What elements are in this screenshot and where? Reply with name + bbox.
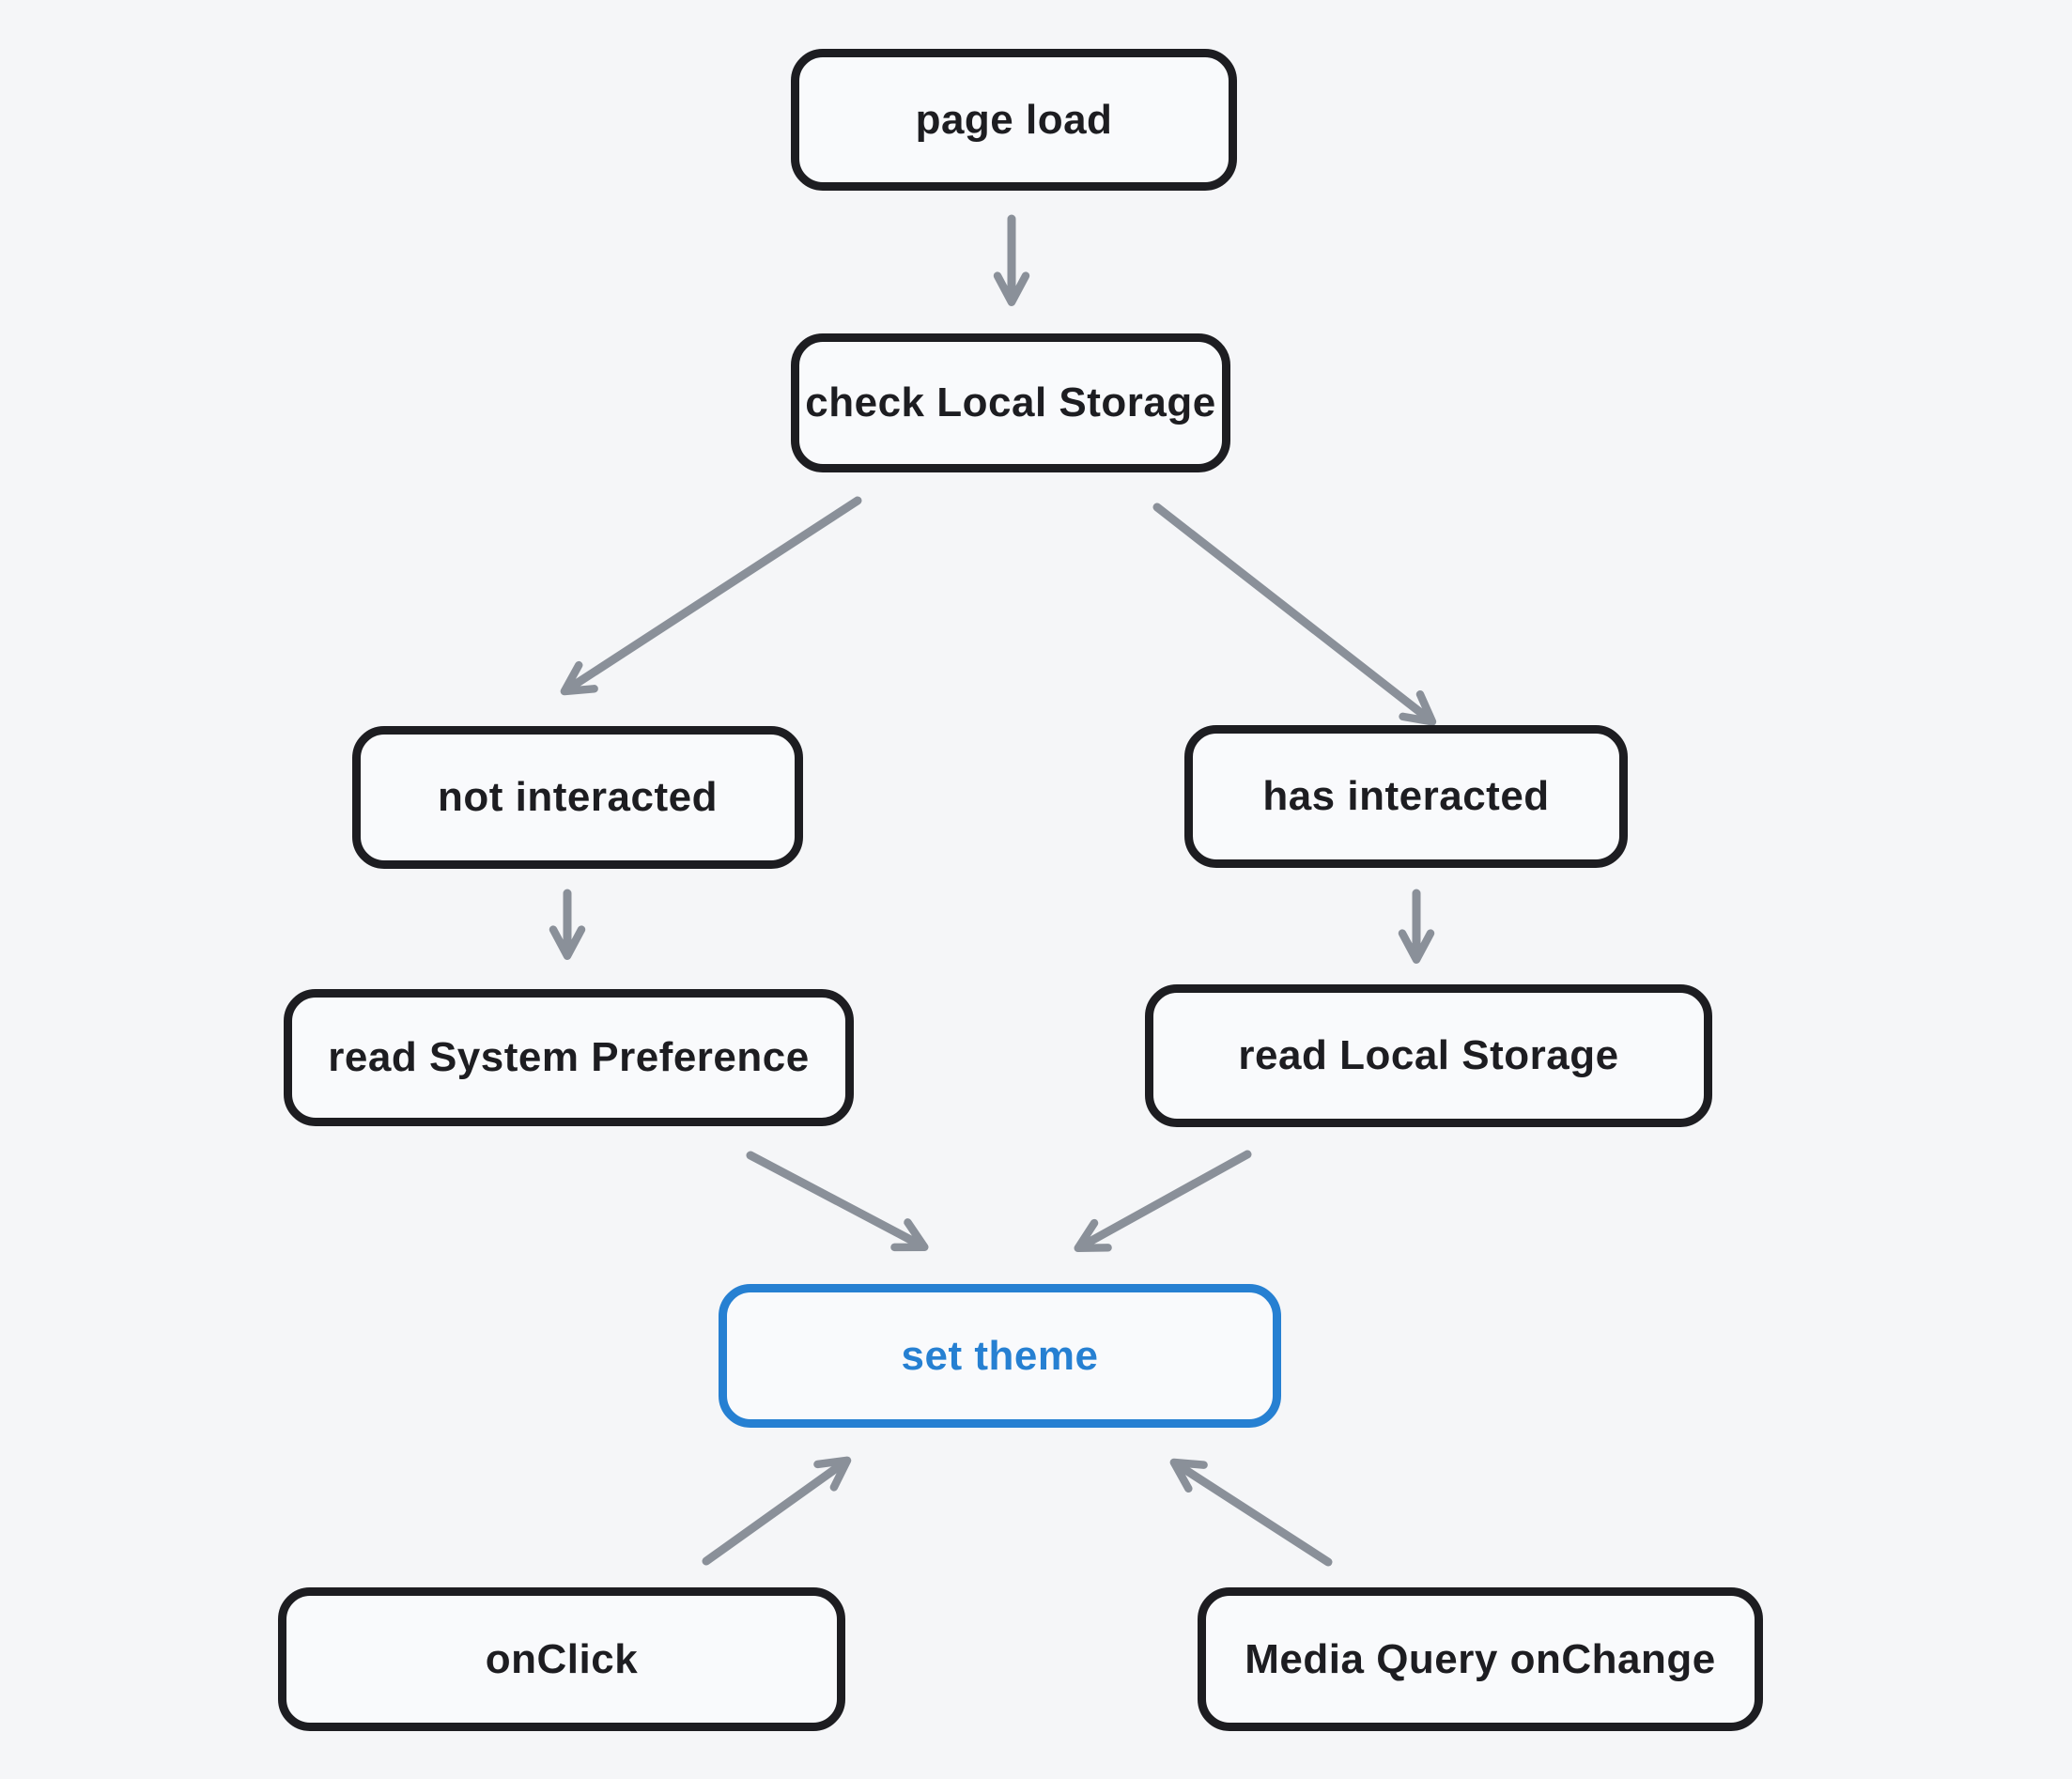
node-page-load-label: page load (915, 96, 1113, 143)
node-media-query-onchange: Media Query onChange (1198, 1587, 1763, 1731)
node-read-local-storage-label: read Local Storage (1238, 1032, 1619, 1078)
arrow-media-query-onchange-to-set-theme (1169, 1458, 1333, 1567)
arrow-check-local-storage-to-has-interacted (1152, 503, 1437, 726)
node-check-local-storage-label: check Local Storage (805, 379, 1216, 425)
arrow-on-click-to-set-theme (702, 1456, 852, 1566)
node-read-local-storage: read Local Storage (1145, 984, 1712, 1127)
arrow-read-local-storage-to-set-theme (1074, 1150, 1252, 1253)
node-on-click-label: onClick (485, 1635, 639, 1682)
node-not-interacted-label: not interacted (438, 774, 718, 820)
arrow-check-local-storage-to-not-interacted (560, 496, 862, 696)
node-set-theme: set theme (719, 1284, 1281, 1428)
node-set-theme-label: set theme (901, 1332, 1099, 1379)
node-page-load: page load (791, 49, 1237, 191)
node-on-click: onClick (278, 1587, 845, 1731)
node-has-interacted: has interacted (1184, 725, 1628, 868)
node-check-local-storage: check Local Storage (791, 333, 1230, 472)
node-media-query-onchange-label: Media Query onChange (1245, 1635, 1716, 1682)
node-not-interacted: not interacted (352, 726, 803, 869)
node-read-system-preference: read System Preference (284, 989, 854, 1126)
node-read-system-preference-label: read System Preference (328, 1034, 810, 1080)
arrow-read-system-preference-to-set-theme (746, 1151, 929, 1252)
node-has-interacted-label: has interacted (1262, 773, 1550, 819)
